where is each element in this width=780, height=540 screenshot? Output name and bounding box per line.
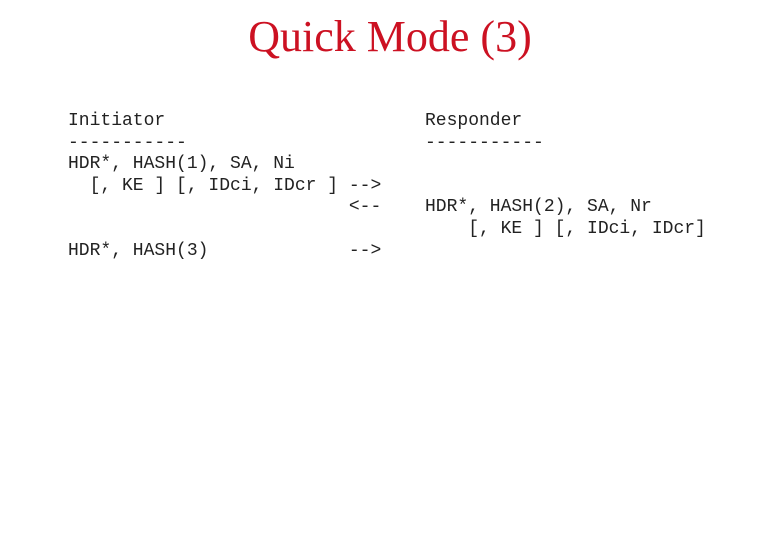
slide-title: Quick Mode (3): [248, 12, 532, 61]
responder-column: Responder ----------- HDR*, HASH(2), SA,…: [425, 111, 706, 239]
initiator-column: Initiator ----------- HDR*, HASH(1), SA,…: [68, 111, 382, 261]
